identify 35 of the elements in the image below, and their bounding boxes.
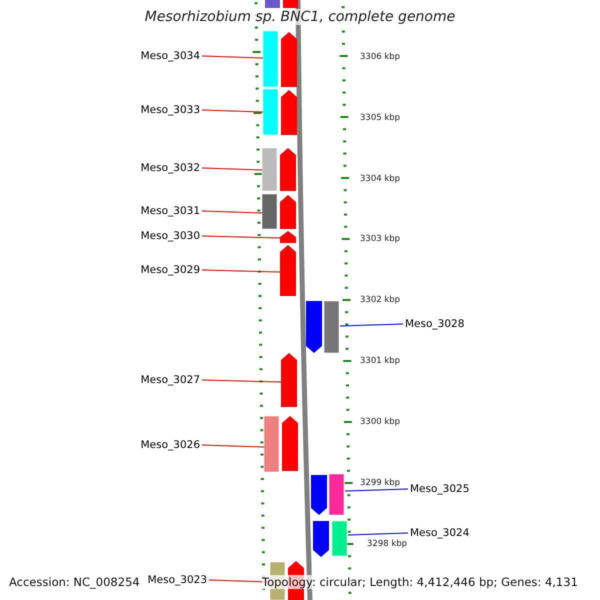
scale-label: 3304 kbp (360, 174, 400, 184)
gene-label: Meso_3032 (140, 162, 200, 174)
leader-line (344, 488, 408, 492)
leader-line (202, 168, 262, 170)
leader-line (202, 380, 282, 382)
gene-label: Meso_3030 (140, 230, 200, 242)
scale-label: 3306 kbp (360, 52, 400, 62)
gene-label: Meso_3027 (140, 374, 200, 386)
info-text: Accession: NC_008254 (9, 575, 140, 589)
leader-line (202, 110, 264, 112)
gene-label: Meso_3034 (140, 50, 200, 62)
scale-label: 3300 kbp (360, 417, 400, 427)
gene-label: Meso_3033 (140, 104, 200, 116)
gene-label: Meso_3029 (140, 264, 200, 276)
leader-line (202, 210, 262, 214)
leader-line (202, 236, 280, 238)
scale-label: 3303 kbp (360, 234, 400, 244)
leader-line (202, 270, 280, 272)
gene-label: Meso_3025 (410, 483, 470, 495)
gene-label: Meso_3028 (405, 318, 464, 330)
chart-title: Mesorhizobium sp. BNC1, complete genome (144, 9, 456, 25)
gene-label: Meso_3026 (140, 439, 200, 451)
leader-line (202, 444, 264, 448)
leader-line (340, 324, 404, 326)
scale-label: 3298 kbp (367, 539, 408, 549)
gene-label: Meso_3031 (140, 205, 200, 217)
gene-label: Meso_3024 (410, 527, 470, 539)
info-text: Topology: circular; Length: 4,412,446 bp; Genes: 4,131 (262, 575, 578, 589)
scale-label: 3302 kbp (360, 295, 400, 305)
gene-label: Meso_3023 (148, 574, 207, 586)
scale-label: 3305 kbp (360, 113, 400, 123)
scale-label: 3301 kbp (360, 356, 400, 366)
leader-line (202, 56, 264, 58)
leader-line (348, 532, 408, 536)
scale-label: 3299 kbp (360, 478, 400, 488)
